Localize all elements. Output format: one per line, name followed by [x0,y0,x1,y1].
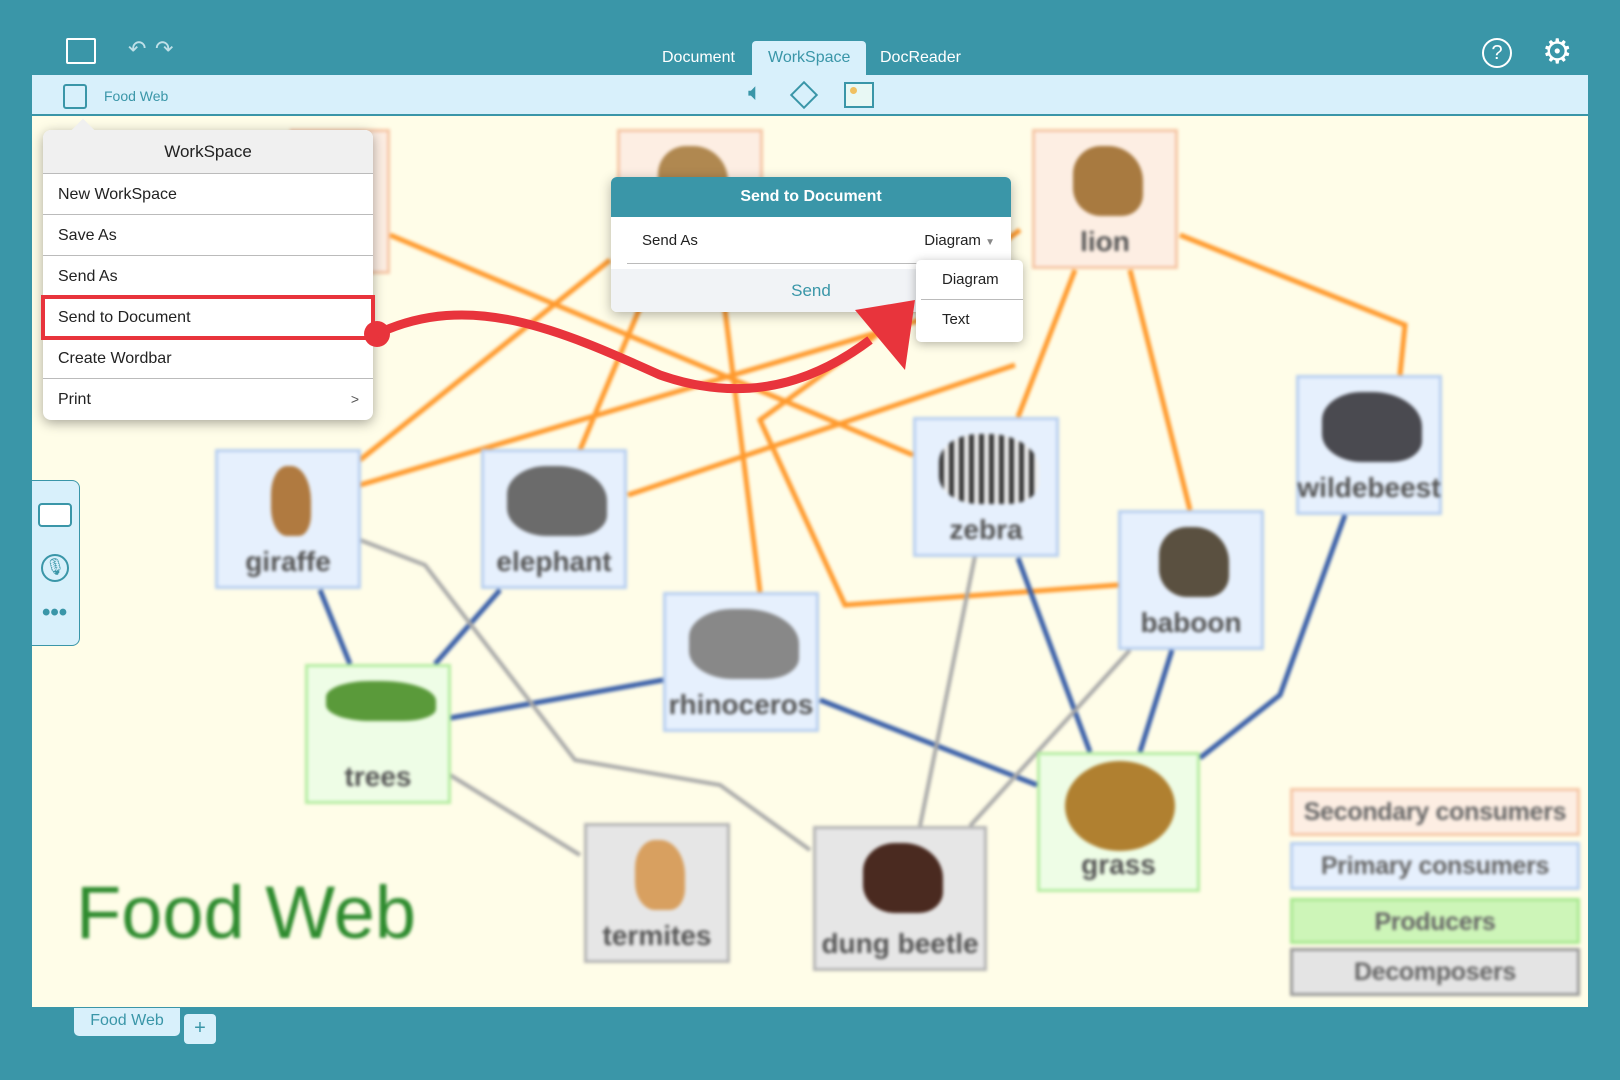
send-as-label: Send As [642,232,698,249]
arrow-rhino-cheetah [717,269,763,593]
menu-item-print[interactable]: Print > [43,379,373,420]
node-zebra[interactable]: zebra [913,417,1059,557]
menu-item-send-as[interactable]: Send As [43,256,373,297]
settings-icon[interactable]: ⚙ [1542,33,1573,71]
dropdown-caret-icon: ▼ [985,237,995,248]
node-baboon[interactable]: baboon [1118,510,1264,650]
tab-workspace[interactable]: WorkSpace [752,41,867,75]
menu-title: WorkSpace [43,130,373,174]
legend-decomposers: Decomposers [1290,948,1580,996]
send-as-row: Send As Diagram ▼ [627,217,995,264]
dialog-title: Send to Document [611,177,1011,217]
arrow-wildebeest-lion [1179,232,1408,376]
help-icon[interactable]: ? [1482,38,1512,68]
menu-item-new-workspace[interactable]: New WorkSpace [43,174,373,215]
arrow-grass-zebra [1015,557,1093,753]
node-termites[interactable]: termites [584,823,730,963]
shape-pen-icon[interactable] [789,80,819,110]
arrow-giraffe-dungbeetle [359,538,812,852]
speaker-icon[interactable]: 🔈︎ [748,79,763,106]
arrow-grass-baboon [1137,649,1175,753]
node-label: baboon [1140,607,1242,638]
node-trees[interactable]: trees [305,664,451,804]
option-text[interactable]: Text [942,311,970,328]
menu-item-create-wordbar[interactable]: Create Wordbar [43,338,373,379]
send-as-value: Diagram [924,232,981,249]
legend-secondary: Secondary consumers [1290,788,1580,836]
option-diagram[interactable]: Diagram [921,260,1023,300]
more-icon[interactable]: ••• [42,599,68,626]
node-label: lion [1080,226,1130,257]
arrow-giraffe-cheetah [358,258,612,462]
workspace-menu: WorkSpace New WorkSpace Save As Send As … [41,118,375,420]
tab-document[interactable]: Document [662,49,735,66]
node-label: trees [344,761,412,792]
textbox-icon[interactable] [38,503,72,527]
menu-item-save-as[interactable]: Save As [43,215,373,256]
toolbar: Food Web 🔈︎ [32,75,1588,116]
node-label: grass [1081,849,1156,880]
node-lion[interactable]: lion [1032,129,1178,269]
arrow-trees-giraffe [317,589,353,665]
chevron-right-icon: > [350,391,359,407]
node-label: elephant [496,546,612,577]
undo-icon[interactable]: ↶ [128,36,147,61]
image-icon[interactable] [844,82,874,108]
node-label: dung beetle [821,928,979,959]
arrow-trees-elephant [433,588,502,666]
node-grass[interactable]: grass [1037,752,1200,892]
arrow-grass-rhino [819,697,1038,788]
microphone-icon[interactable]: 🎙︎ [41,554,69,582]
legend-producers: Producers [1290,898,1580,944]
folder-icon[interactable] [66,38,96,64]
page-tab-food-web[interactable]: Food Web [74,1008,180,1036]
node-label: termites [602,920,712,951]
node-label: zebra [949,514,1023,545]
arrow-grass-wildebeest [1198,514,1348,760]
arrow-trees-termites [448,773,582,857]
node-giraffe[interactable]: giraffe [215,449,361,589]
arrow-zebra-dungbeetle [918,555,977,827]
node-dung-beetle[interactable]: dung beetle [813,826,987,971]
arrow-elephant-lion [627,362,1016,498]
diagram-icon[interactable] [63,84,87,109]
arrow-baboon-dungbeetle [968,648,1132,828]
node-elephant[interactable]: elephant [481,449,627,589]
canvas-title: Food Web [76,871,417,954]
arrow-zebra-lion [1015,269,1078,418]
node-wildebeest[interactable]: wildebeest [1296,375,1442,515]
add-page-button[interactable]: + [184,1014,216,1044]
redo-icon[interactable]: ↷ [155,36,174,61]
tab-docreader[interactable]: DocReader [880,49,961,66]
menu-item-send-to-document[interactable]: Send to Document [41,295,375,340]
arrow-trees-rhino [449,677,664,721]
node-label: wildebeest [1297,472,1441,503]
arrow-baboon-lion [1127,269,1193,511]
send-as-select[interactable]: Diagram ▼ [924,232,995,249]
arrow-giraffe-lion [359,317,921,488]
node-label: giraffe [245,546,331,577]
node-label: rhinoceros [668,689,814,720]
node-rhinoceros[interactable]: rhinoceros [663,592,819,732]
send-as-dropdown: Diagram Text [916,260,1023,342]
food-web-arrows [317,227,1408,857]
workspace-name: Food Web [104,88,169,104]
side-panel: 🎙︎ ••• [32,480,80,646]
menu-item-print-label: Print [58,391,91,408]
legend-primary: Primary consumers [1290,842,1580,890]
